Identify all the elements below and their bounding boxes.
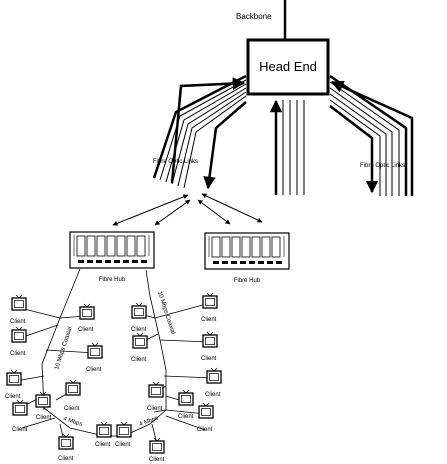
hub-link-arrows xyxy=(112,193,263,226)
client: Client xyxy=(5,369,22,400)
fibre-optic-label-left: Fibre Optic Links xyxy=(153,159,198,165)
client: Client xyxy=(201,331,218,362)
svg-text:Client: Client xyxy=(86,367,102,373)
svg-text:Client: Client xyxy=(197,427,213,433)
fibre-optic-links-left xyxy=(152,74,247,190)
fibre-hub-left xyxy=(69,231,155,269)
svg-text:Client: Client xyxy=(64,406,80,412)
coax-label-left: 10 Mbps Coaxial xyxy=(54,326,74,370)
svg-text:Client: Client xyxy=(10,319,26,325)
mbps-label-bottom-left: 4 Mbps xyxy=(62,416,83,428)
fibre-hub-label-left: Fibre Hub xyxy=(99,277,126,283)
client: Client xyxy=(201,292,218,323)
client: Client xyxy=(64,379,81,412)
fibre-optic-links-right xyxy=(329,74,414,196)
client: Client xyxy=(197,402,214,433)
svg-text:Client: Client xyxy=(12,427,28,433)
client: Client xyxy=(205,367,222,398)
client: Client xyxy=(10,294,27,325)
coax-cables xyxy=(15,268,215,451)
fibre-hub-right xyxy=(204,232,290,270)
svg-text:Client: Client xyxy=(115,442,131,448)
client: Client xyxy=(115,421,132,448)
svg-text:Client: Client xyxy=(131,357,147,363)
svg-text:Client: Client xyxy=(10,351,26,357)
svg-text:Client: Client xyxy=(201,317,217,323)
client: Client xyxy=(10,326,27,357)
head-end-label: Head End xyxy=(259,59,317,74)
fibre-hub-label-right: Fibre Hub xyxy=(234,278,261,284)
fibre-optic-links-middle xyxy=(269,99,305,195)
backbone-label: Backbone xyxy=(236,12,272,21)
client: Client xyxy=(149,437,165,463)
client: Client xyxy=(58,433,74,462)
client: Client xyxy=(178,389,194,420)
svg-text:Client: Client xyxy=(205,392,221,398)
svg-text:Client: Client xyxy=(58,456,74,462)
svg-text:Client: Client xyxy=(147,406,163,412)
fibre-optic-label-right: Fibre Optic Links xyxy=(360,163,405,169)
client: Client xyxy=(131,302,147,333)
client: Client xyxy=(95,421,112,448)
mbps-label-bottom-right: 4 Mbps xyxy=(139,416,160,428)
client: Client xyxy=(35,391,52,421)
client: Client xyxy=(78,303,95,333)
svg-text:Client: Client xyxy=(78,327,94,333)
client: Client xyxy=(12,399,28,433)
client: Client xyxy=(131,332,148,363)
svg-text:Client: Client xyxy=(131,327,147,333)
svg-text:Client: Client xyxy=(178,414,194,420)
svg-text:Client: Client xyxy=(201,356,217,362)
svg-text:Client: Client xyxy=(95,442,111,448)
svg-text:Client: Client xyxy=(5,394,21,400)
client: Client xyxy=(86,342,103,373)
client: Client xyxy=(147,381,164,412)
head-end-box xyxy=(246,38,330,96)
svg-text:Client: Client xyxy=(36,415,52,421)
svg-text:Client: Client xyxy=(149,457,165,463)
